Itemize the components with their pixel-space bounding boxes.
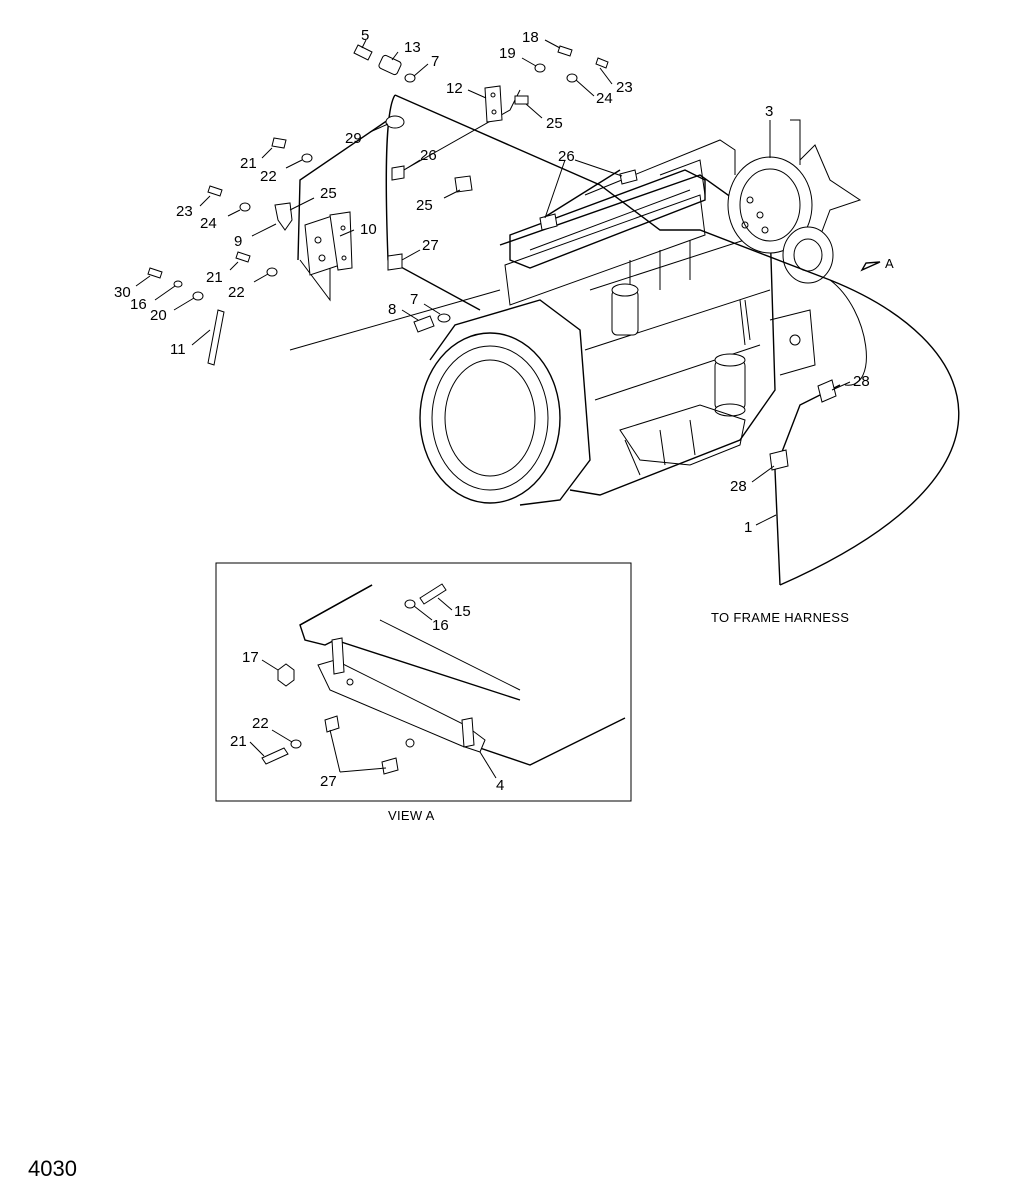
- bolt-21-upper: [271, 137, 287, 149]
- callout-24-left: 24: [200, 215, 217, 232]
- clip-27-inset-b: [381, 757, 399, 775]
- view-a-arrow-label: A: [885, 256, 894, 271]
- engine-block: [419, 119, 862, 506]
- callout-28-lower: 28: [730, 478, 747, 495]
- callout-28-upper: 28: [853, 373, 870, 390]
- grommet-29: [385, 115, 405, 129]
- callout-21-upper: 21: [240, 155, 257, 172]
- callout-9: 9: [234, 233, 242, 250]
- view-a-frame: [215, 562, 632, 802]
- callout-7-top: 7: [431, 53, 439, 70]
- washer-19: [534, 63, 546, 73]
- to-frame-harness-label: TO FRAME HARNESS: [711, 610, 849, 625]
- callout-22-upper: 22: [260, 168, 277, 185]
- callout-25-mid: 25: [416, 197, 433, 214]
- callout-11: 11: [170, 341, 186, 358]
- callout-18: 18: [522, 29, 539, 46]
- wire-harness: [289, 89, 960, 586]
- callout-5: 5: [361, 27, 369, 44]
- callout-23-right: 23: [616, 79, 633, 96]
- bolt-30: [147, 267, 163, 279]
- callout-3: 3: [765, 103, 773, 120]
- bolt-15: [419, 583, 447, 605]
- callout-25-left: 25: [320, 185, 337, 202]
- clip-28-lower: [769, 449, 789, 471]
- bolt-18: [557, 45, 573, 57]
- callout-10: 10: [360, 221, 377, 238]
- washer-16-inset: [404, 599, 416, 609]
- callout-26-left: 26: [420, 147, 437, 164]
- clip-26-left: [391, 165, 405, 181]
- clip-25-top: [514, 95, 529, 105]
- washer-20: [192, 291, 204, 301]
- callout-27: 27: [422, 237, 439, 254]
- callout-24-right: 24: [596, 90, 613, 107]
- view-a-arrow: [860, 261, 881, 272]
- callout-15: 15: [454, 603, 471, 620]
- sensor-5: [353, 44, 373, 61]
- callout-numbers: 5 13 7 12 18 19 23 24 25 3 29 26 26 25 2…: [114, 27, 870, 794]
- callout-4: 4: [496, 777, 504, 794]
- sensor-9: [274, 202, 293, 231]
- clip-25-mid: [454, 175, 473, 193]
- callout-22-lower: 22: [228, 284, 245, 301]
- callout-13: 13: [404, 39, 421, 56]
- callout-23-left: 23: [176, 203, 193, 220]
- callout-16-inset: 16: [432, 617, 449, 634]
- clip-27-inset-a: [324, 715, 340, 733]
- callout-8: 8: [388, 301, 396, 318]
- washer-22-inset: [290, 739, 302, 749]
- callout-26-right: 26: [558, 148, 575, 165]
- washer-16: [173, 280, 183, 288]
- callout-12: 12: [446, 80, 463, 97]
- callout-17: 17: [242, 649, 259, 666]
- callout-20: 20: [150, 307, 167, 324]
- washer-22-upper: [301, 153, 313, 163]
- washer-7-top: [404, 73, 416, 83]
- callout-21-lower: 21: [206, 269, 223, 286]
- callout-16-left: 16: [130, 296, 147, 313]
- bracket-4: [317, 659, 486, 753]
- bolt-21-inset: [261, 747, 289, 765]
- sensor-8: [413, 315, 435, 333]
- clip-26-right-a: [619, 169, 638, 185]
- callout-7-lower: 7: [410, 291, 418, 308]
- connector-13: [378, 54, 402, 76]
- leader-lines: [135, 39, 851, 526]
- view-a-inset: [215, 562, 632, 802]
- callout-30: 30: [114, 284, 131, 301]
- washer-7-lower: [437, 313, 451, 323]
- bolt-21-lower: [235, 251, 251, 263]
- callout-21-inset: 21: [230, 733, 247, 750]
- callout-29: 29: [345, 130, 362, 147]
- bolt-23-right: [595, 57, 609, 69]
- ground-strap-11: [207, 309, 225, 366]
- callout-19: 19: [499, 45, 516, 62]
- bracket-12: [484, 85, 503, 123]
- washer-24-left: [239, 202, 251, 212]
- callout-22-inset: 22: [252, 715, 269, 732]
- clip-26-right-b: [539, 213, 558, 231]
- clip-27: [387, 253, 403, 271]
- bolt-23-left: [207, 185, 223, 197]
- view-a-caption: VIEW A: [388, 808, 435, 823]
- callout-25-top: 25: [546, 115, 563, 132]
- nut-17: [277, 663, 295, 687]
- washer-22-lower: [266, 267, 278, 277]
- page-code: 4030: [28, 1156, 77, 1181]
- washer-24-right: [566, 73, 578, 83]
- clip-28-upper: [817, 379, 837, 403]
- exploded-parts: [147, 44, 881, 471]
- callout-1: 1: [744, 519, 752, 536]
- callout-27-inset: 27: [320, 773, 337, 790]
